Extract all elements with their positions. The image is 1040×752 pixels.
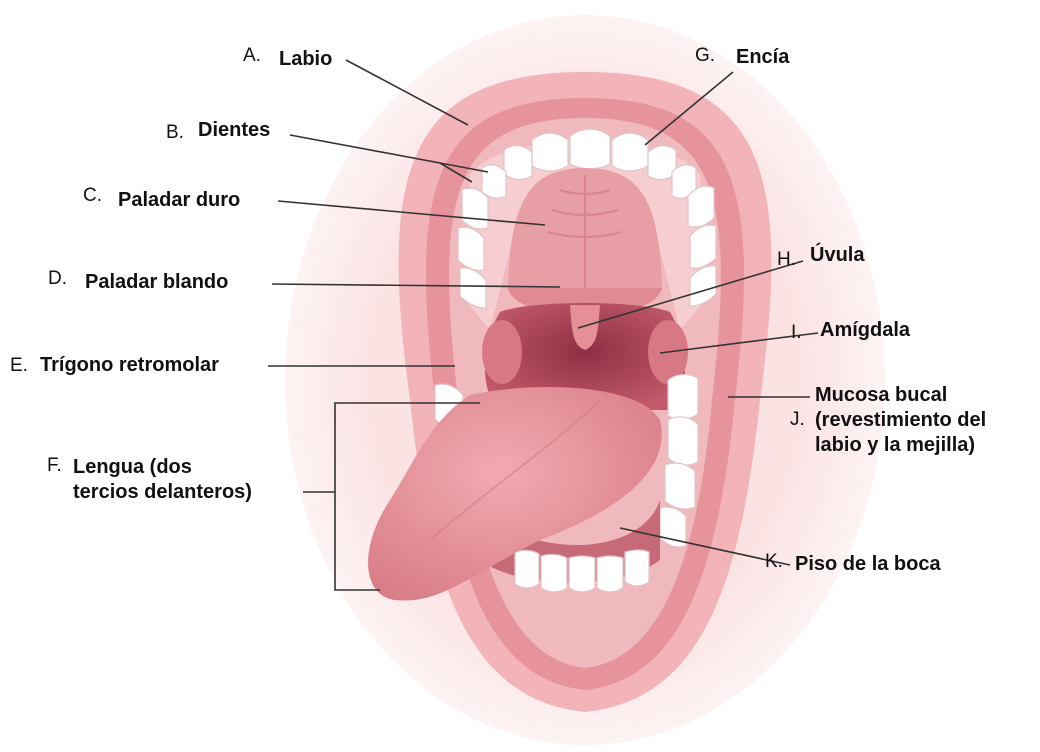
label-j-letter: J. [790,410,805,429]
label-e-letter: E. [10,356,28,375]
label-mucosa-line2: (revestimiento del [815,408,986,432]
label-b-letter: B. [166,123,184,142]
left-tonsil [482,320,522,384]
label-g-letter: G. [695,46,715,65]
label-i-letter: I. [791,323,802,342]
label-dientes: Dientes [198,120,270,140]
label-mucosa-line1: Mucosa bucal [815,383,947,407]
label-trigono-retromolar: Trígono retromolar [40,355,219,375]
label-lengua-line1: Lengua (dos [73,455,192,479]
label-amigdala: Amígdala [820,320,910,340]
label-k-letter: K. [765,552,783,571]
label-h-letter: H. [777,250,796,269]
label-uvula: Úvula [810,245,864,265]
label-paladar-blando: Paladar blando [85,272,228,292]
label-lengua-line2: tercios delanteros) [73,480,252,504]
label-piso-de-la-boca: Piso de la boca [795,554,941,574]
label-paladar-duro: Paladar duro [118,190,240,210]
label-a-letter: A. [243,46,261,65]
label-d-letter: D. [48,269,67,288]
label-mucosa-line3: labio y la mejilla) [815,433,975,457]
label-labio: Labio [279,49,332,69]
label-f-letter: F. [47,456,62,475]
label-encia: Encía [736,47,789,67]
label-c-letter: C. [83,186,102,205]
